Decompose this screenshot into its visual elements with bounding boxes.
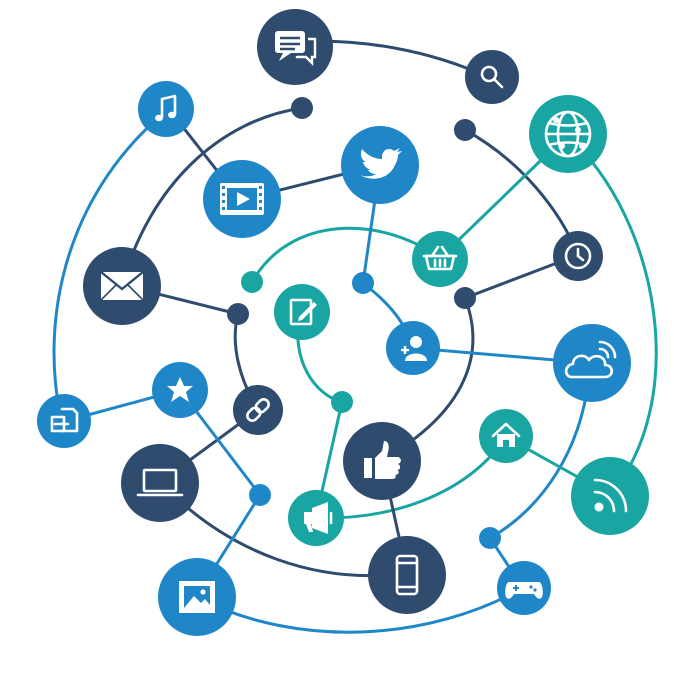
globe-rss-arc <box>565 133 658 497</box>
clock-node <box>553 231 603 281</box>
thumbs-up-icon <box>364 441 401 479</box>
basket-node <box>412 231 468 287</box>
phone-node <box>368 536 446 614</box>
twitter-node <box>341 126 419 204</box>
add-user-node <box>386 321 440 375</box>
shopping-basket-icon <box>422 245 458 271</box>
laptop-node <box>121 444 199 522</box>
globe-network-icon <box>544 110 592 158</box>
document-node <box>37 394 91 448</box>
document-export-icon <box>50 407 79 433</box>
junction-dots <box>227 97 501 549</box>
megaphone-node <box>288 490 344 546</box>
link-node <box>233 385 283 435</box>
chat-node <box>257 9 333 85</box>
video-node <box>203 160 281 238</box>
home-icon <box>491 422 521 447</box>
junction-dot <box>331 391 353 413</box>
globe-node <box>529 95 607 173</box>
video-film-icon <box>220 183 264 215</box>
mail-node <box>83 247 161 325</box>
rss-feed-icon <box>593 478 628 513</box>
search-node <box>465 50 519 104</box>
junction-dot <box>454 287 476 309</box>
junction-dot <box>227 303 249 325</box>
junction-dot <box>249 484 271 506</box>
picture-icon <box>179 581 215 613</box>
rss-node <box>571 457 649 535</box>
chat-bubbles-icon <box>275 31 317 66</box>
bird-icon <box>360 148 402 179</box>
image-node <box>158 558 236 636</box>
cloud-node <box>553 324 631 402</box>
image-gamepad-arc <box>194 586 525 634</box>
laptop-icon <box>136 468 184 497</box>
chat-mail-arc <box>120 106 304 287</box>
home-node <box>479 409 533 463</box>
junction-dot <box>479 527 501 549</box>
gamepad-icon <box>505 582 543 599</box>
outer-blue-arc <box>52 110 167 424</box>
cloud-wifi-icon <box>564 340 617 379</box>
teal-inner-arc <box>250 226 442 284</box>
chain-link-icon <box>246 398 270 422</box>
music-node <box>138 81 194 137</box>
junction-dot <box>454 119 476 141</box>
add-user-icon <box>401 336 427 361</box>
junction-dot <box>241 271 263 293</box>
gamepad-node <box>497 561 551 615</box>
search-icon <box>480 65 504 89</box>
envelope-icon <box>100 271 144 301</box>
like-node <box>343 422 421 500</box>
edit-note-icon <box>289 298 317 326</box>
music-note-icon <box>155 94 177 122</box>
clock-icon <box>564 242 592 270</box>
junction-dot <box>352 272 374 294</box>
junction-dot <box>291 97 313 119</box>
smartphone-icon <box>395 554 419 596</box>
star-node <box>152 362 208 418</box>
megaphone-icon <box>304 502 333 534</box>
edit-node <box>274 284 330 340</box>
star-icon <box>167 377 193 402</box>
